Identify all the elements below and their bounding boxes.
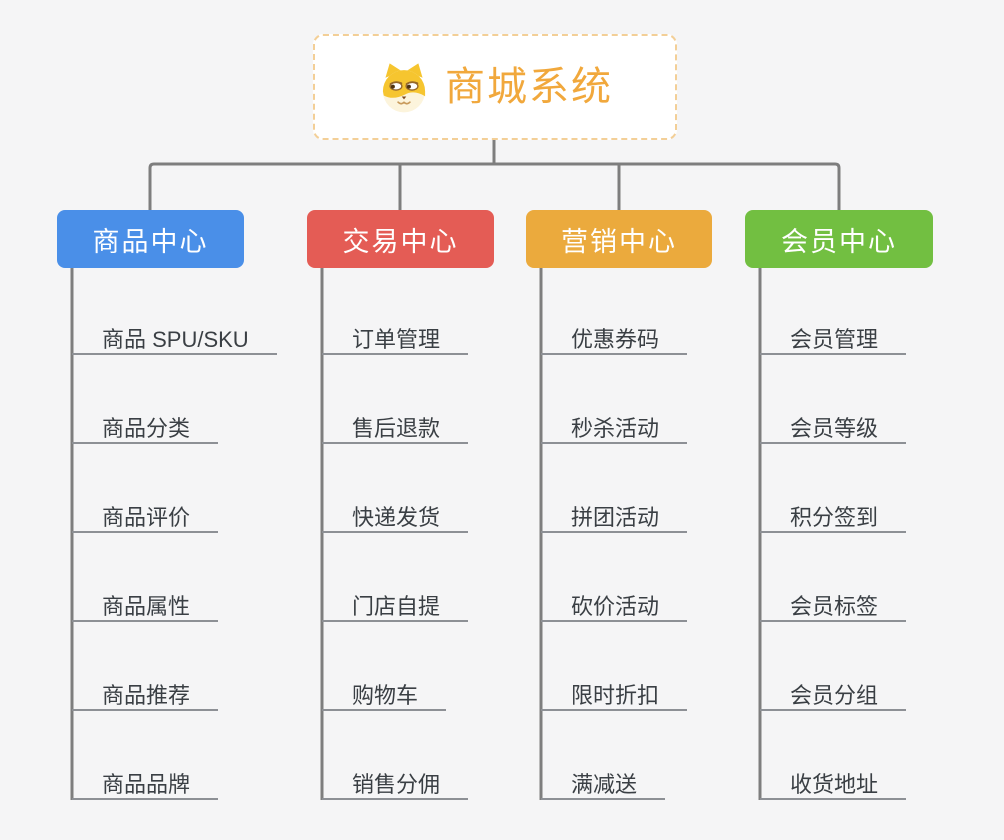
leaf-node[interactable]: 优惠券码 [541, 325, 688, 414]
leaf-column-trade-center: 订单管理 售后退款 快递发货 门店自提 购物车 销售分佣 [322, 325, 469, 840]
leaf-column-marketing-center: 优惠券码 秒杀活动 拼团活动 砍价活动 限时折扣 满减送 [541, 325, 688, 840]
branch-node-label: 营销中心 [561, 226, 677, 257]
leaf-node-label: 商品分类 [72, 414, 219, 444]
branch-rail-line [148, 162, 841, 210]
dog-face-icon [382, 63, 426, 113]
leaf-node[interactable]: 门店自提 [322, 592, 469, 681]
leaf-node[interactable]: 满减送 [541, 770, 687, 840]
leaf-node-label: 限时折扣 [541, 681, 688, 711]
leaf-node[interactable]: 限时折扣 [541, 681, 688, 770]
leaf-node-label: 商品品牌 [72, 770, 219, 800]
leaf-node-label: 购物车 [322, 681, 447, 711]
leaf-node[interactable]: 砍价活动 [541, 592, 688, 681]
leaf-node[interactable]: 购物车 [322, 681, 468, 770]
leaf-node[interactable]: 快递发货 [322, 503, 469, 592]
leaf-column-member-center: 会员管理 会员等级 积分签到 会员标签 会员分组 收货地址 [760, 325, 907, 840]
leaf-node-label: 商品推荐 [72, 681, 219, 711]
leaf-node-label: 满减送 [541, 770, 666, 800]
leaf-node[interactable]: 商品 SPU/SKU [72, 325, 277, 414]
leaf-node-label: 砍价活动 [541, 592, 688, 622]
leaf-node-label: 会员管理 [760, 325, 907, 355]
branch-node-product-center[interactable]: 商品中心 [57, 210, 244, 268]
leaf-node-label: 会员标签 [760, 592, 907, 622]
leaf-node[interactable]: 积分签到 [760, 503, 907, 592]
leaf-node[interactable]: 订单管理 [322, 325, 469, 414]
leaf-node-label: 商品 SPU/SKU [72, 325, 277, 355]
leaf-node[interactable]: 售后退款 [322, 414, 469, 503]
leaf-node-label: 门店自提 [322, 592, 469, 622]
branch-node-member-center[interactable]: 会员中心 [745, 210, 933, 268]
leaf-node[interactable]: 会员标签 [760, 592, 907, 681]
branch-node-label: 会员中心 [781, 226, 897, 257]
leaf-node-label: 快递发货 [322, 503, 469, 533]
leaf-node[interactable]: 会员分组 [760, 681, 907, 770]
leaf-node-label: 积分签到 [760, 503, 907, 533]
leaf-node[interactable]: 拼团活动 [541, 503, 688, 592]
branch-node-marketing-center[interactable]: 营销中心 [526, 210, 712, 268]
leaf-node[interactable]: 秒杀活动 [541, 414, 688, 503]
leaf-node-label: 拼团活动 [541, 503, 688, 533]
leaf-node-label: 会员分组 [760, 681, 907, 711]
root-node-label: 商城系统 [445, 65, 613, 109]
leaf-node[interactable]: 销售分佣 [322, 770, 469, 840]
leaf-node-label: 收货地址 [760, 770, 907, 800]
leaf-node[interactable]: 商品属性 [72, 592, 277, 681]
leaf-node-label: 订单管理 [322, 325, 469, 355]
leaf-node-label: 优惠券码 [541, 325, 688, 355]
branch-node-label: 商品中心 [92, 226, 209, 257]
leaf-node[interactable]: 商品评价 [72, 503, 277, 592]
leaf-node-label: 秒杀活动 [541, 414, 688, 444]
leaf-node-label: 销售分佣 [322, 770, 469, 800]
leaf-node[interactable]: 会员管理 [760, 325, 907, 414]
branch-node-label: 交易中心 [342, 226, 459, 257]
leaf-node[interactable]: 商品品牌 [72, 770, 277, 840]
branch-node-trade-center[interactable]: 交易中心 [307, 210, 494, 268]
root-node[interactable]: 商城系统 [313, 34, 677, 140]
leaf-node-label: 商品评价 [72, 503, 219, 533]
leaf-node[interactable]: 商品推荐 [72, 681, 277, 770]
leaf-column-product-center: 商品 SPU/SKU 商品分类 商品评价 商品属性 商品推荐 商品品牌 [72, 325, 277, 840]
leaf-node[interactable]: 会员等级 [760, 414, 907, 503]
leaf-node-label: 会员等级 [760, 414, 907, 444]
leaf-node[interactable]: 收货地址 [760, 770, 907, 840]
leaf-node-label: 售后退款 [322, 414, 469, 444]
leaf-node[interactable]: 商品分类 [72, 414, 277, 503]
leaf-node-label: 商品属性 [72, 592, 219, 622]
